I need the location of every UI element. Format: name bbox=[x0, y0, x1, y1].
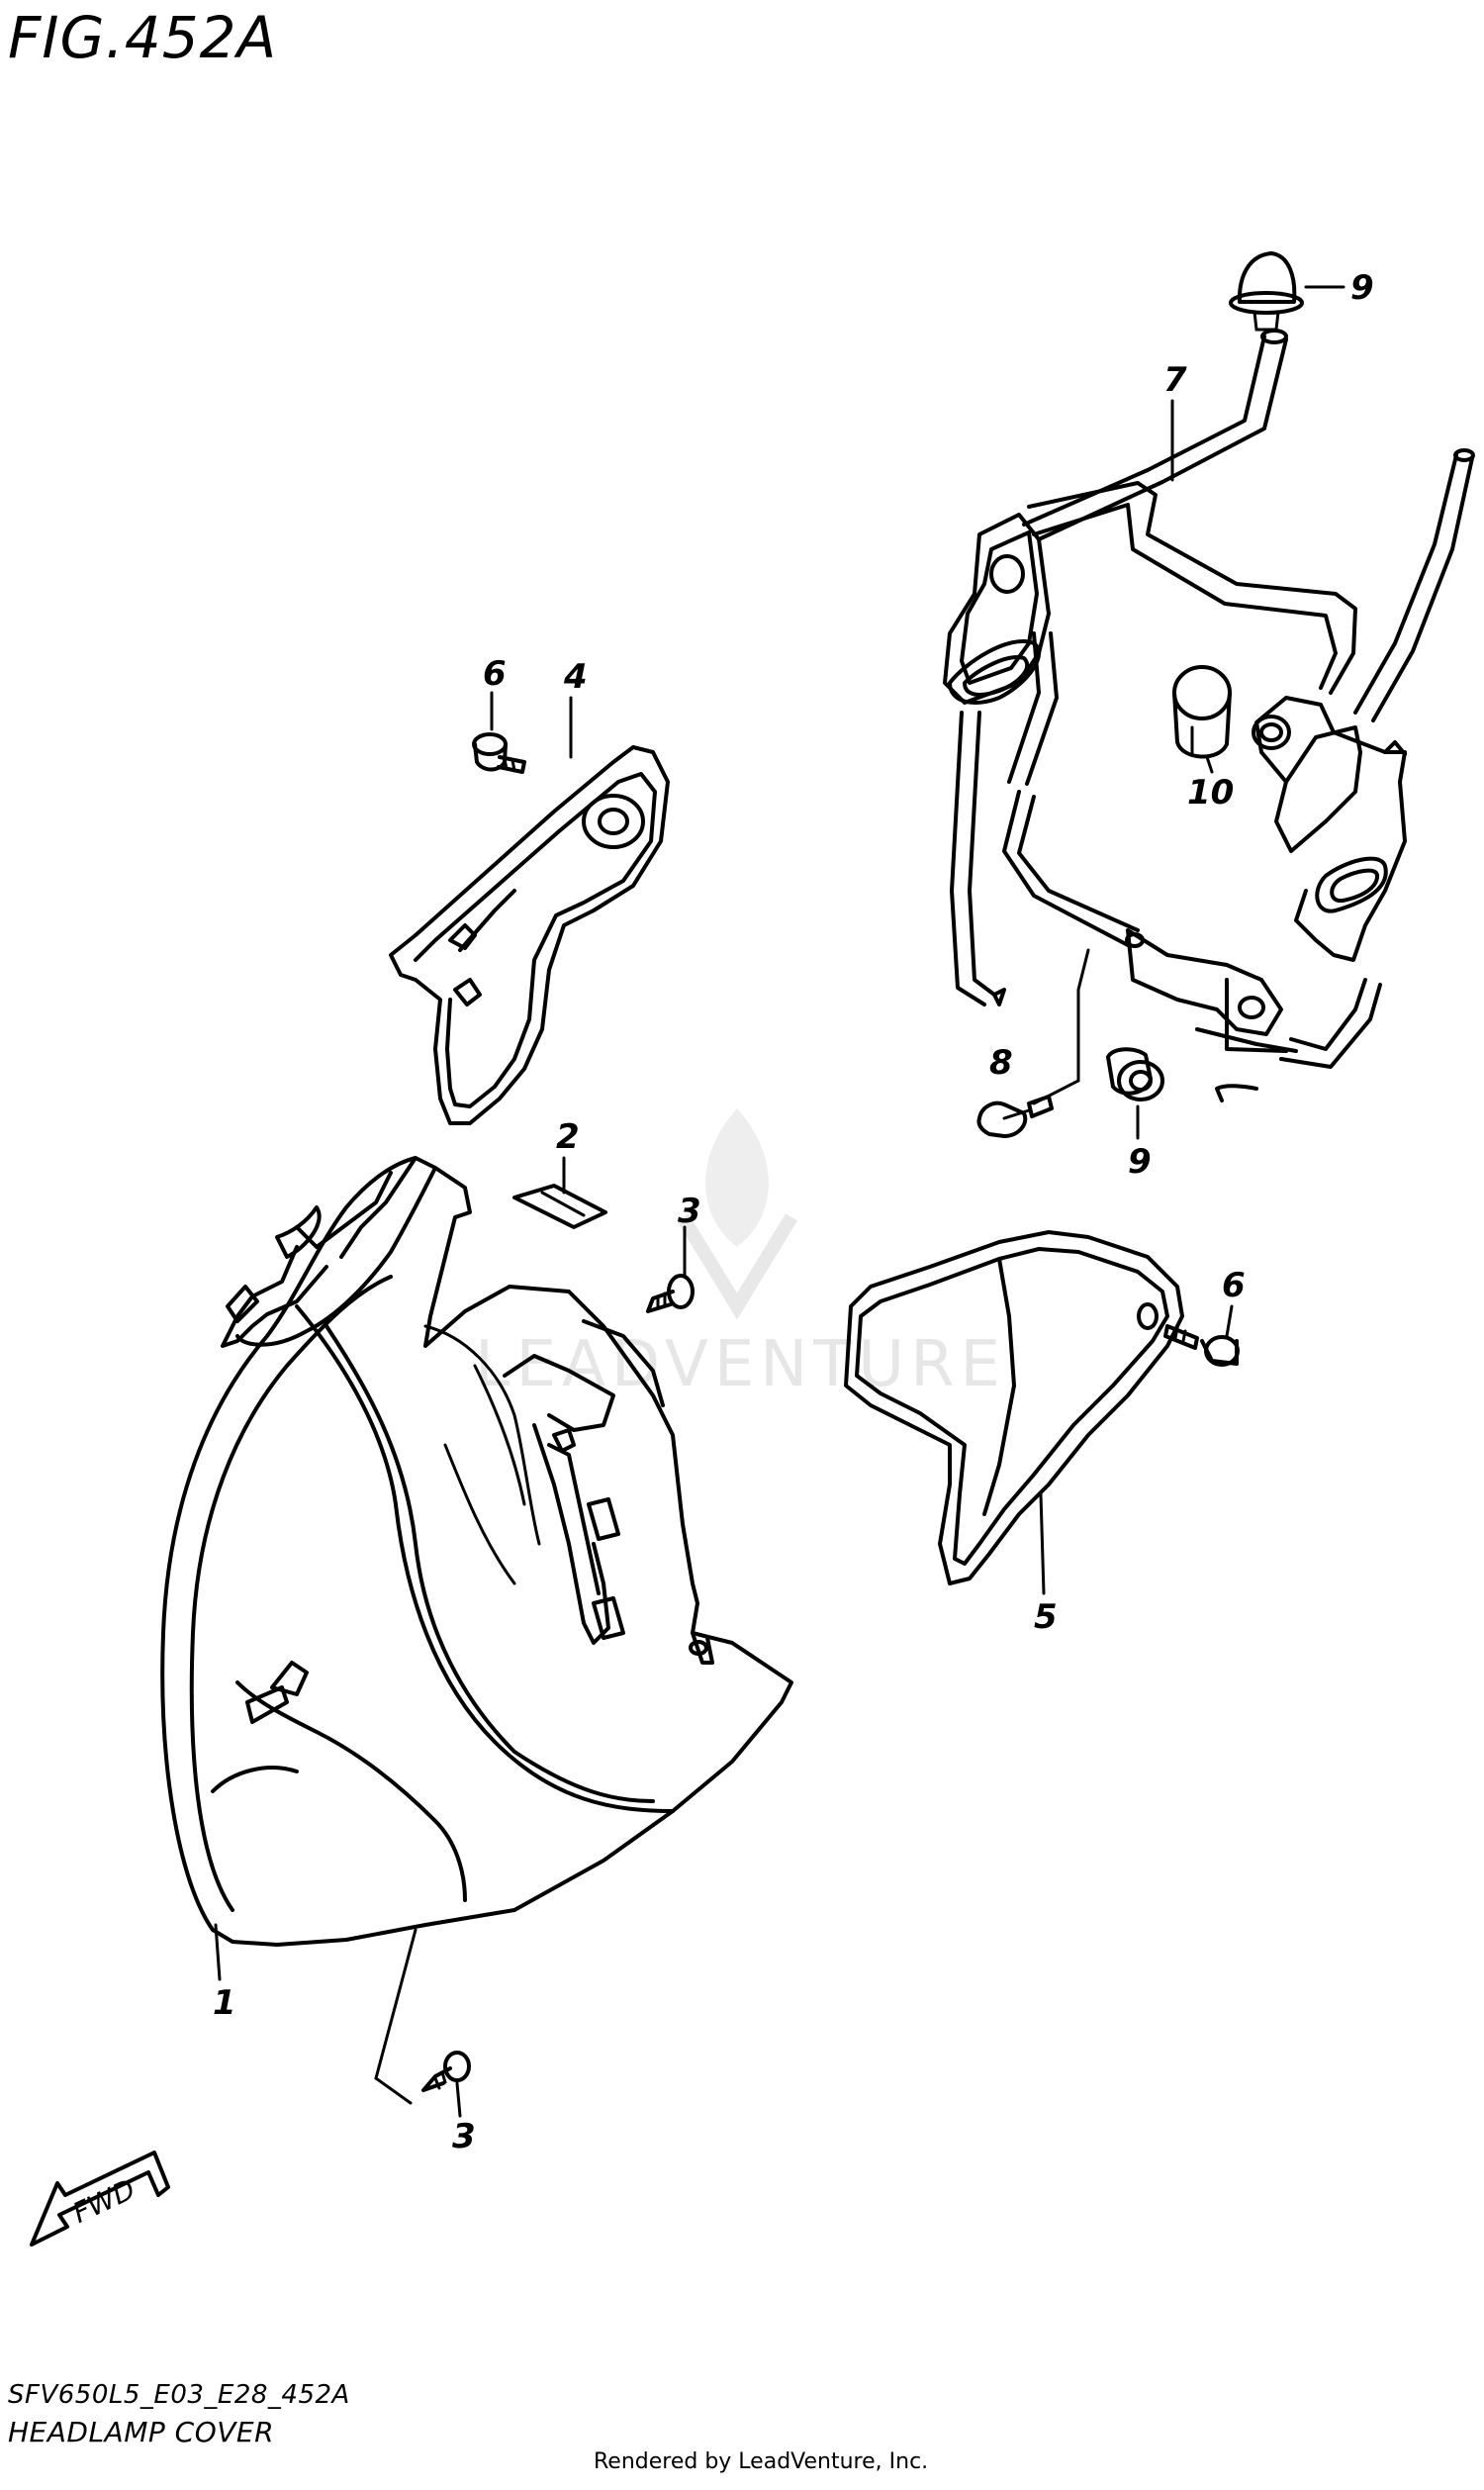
part-6-screw-upper bbox=[472, 732, 526, 774]
part-5-side-cover bbox=[844, 1230, 1184, 1585]
callout-3-lower: 3 bbox=[452, 2117, 476, 2156]
part-1-headlamp-cover bbox=[160, 1156, 793, 1947]
part-3-screw-upper bbox=[646, 1274, 695, 1313]
part-3-screw-lower bbox=[421, 2051, 471, 2092]
callout-8: 8 bbox=[989, 1043, 1013, 1083]
fwd-arrow: FWD bbox=[30, 2151, 170, 2247]
leader-3-lower-a bbox=[374, 1928, 417, 2105]
leader-5 bbox=[1039, 1492, 1046, 1595]
leader-3-lower bbox=[455, 2081, 462, 2118]
part-8-bolt bbox=[976, 1095, 1054, 1138]
callout-9-top: 9 bbox=[1350, 268, 1374, 308]
diagram-name: HEADLAMP COVER bbox=[8, 2416, 275, 2448]
callout-6-right: 6 bbox=[1222, 1266, 1246, 1305]
callout-3-upper: 3 bbox=[678, 1192, 701, 1231]
leader-1 bbox=[214, 1923, 222, 1981]
part-9-clip-lower bbox=[1106, 1047, 1164, 1101]
part-4-bracket bbox=[389, 745, 670, 1125]
callout-7: 7 bbox=[1163, 360, 1187, 400]
watermark: LEADVENTURE bbox=[475, 1108, 1006, 1401]
part-10-grommet bbox=[1172, 665, 1232, 759]
part-2-label bbox=[512, 1184, 607, 1229]
callout-9-lower: 9 bbox=[1128, 1142, 1152, 1182]
leader-8 bbox=[1032, 948, 1090, 1105]
callout-10: 10 bbox=[1187, 773, 1234, 813]
part-9-clip-top bbox=[1229, 251, 1304, 332]
fwd-label: FWD bbox=[67, 2172, 139, 2230]
leader-10 bbox=[1205, 755, 1214, 774]
leader-6-right bbox=[1225, 1304, 1234, 1338]
watermark-text: LEADVENTURE bbox=[475, 1328, 1006, 1401]
callout-5: 5 bbox=[1034, 1597, 1058, 1637]
model-code: SFV650L5_E03_E28_452A bbox=[8, 2380, 350, 2410]
part-7-bracket bbox=[943, 329, 1475, 1102]
rendered-by-credit: Rendered by LeadVenture, Inc. bbox=[594, 2449, 929, 2474]
part-6-screw-right bbox=[1163, 1324, 1240, 1367]
callout-4: 4 bbox=[563, 657, 588, 697]
callout-2: 2 bbox=[556, 1117, 580, 1157]
callout-6-upper: 6 bbox=[483, 654, 507, 694]
figure-title: FIG.452A bbox=[8, 4, 278, 71]
callout-1: 1 bbox=[213, 1983, 236, 2023]
